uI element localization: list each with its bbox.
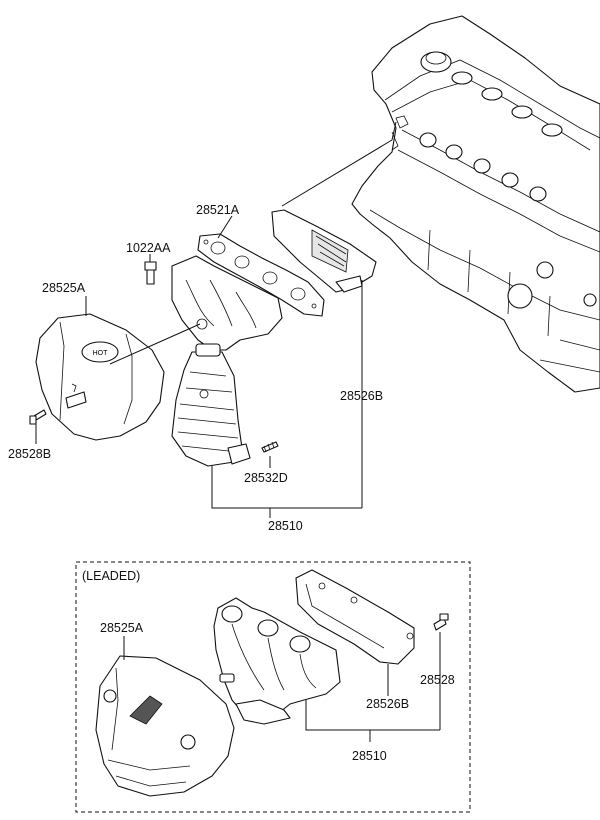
bolt-28528 (433, 613, 449, 631)
leaded-title: (LEADED) (82, 569, 140, 583)
engine-block (351, 15, 600, 393)
heat-shield-28525a-top: HOT (35, 313, 165, 441)
top-leader-lines (35, 121, 397, 518)
label-28521a: 28521A (196, 203, 240, 217)
label-28525a-top: 28525A (42, 281, 86, 295)
top-assembly: HOT 28521A 1022AA 2 (8, 121, 397, 533)
label-28510-top: 28510 (268, 519, 303, 533)
bolt-28528b (29, 409, 47, 425)
gasket-28521a (197, 233, 325, 317)
label-28532d: 28532D (244, 471, 288, 485)
label-28528b: 28528B (8, 447, 51, 461)
label-28528: 28528 (420, 673, 455, 687)
label-28525a-bottom: 28525A (100, 621, 144, 635)
label-28526b-bottom: 28526B (366, 697, 409, 711)
stud-28532d (261, 441, 279, 453)
label-28526b-top: 28526B (340, 389, 383, 403)
leaded-variant-box: (LEADED) (75, 561, 471, 813)
manifold-catalyst-top (171, 255, 283, 467)
heat-shield-28525a-bottom (95, 655, 235, 797)
heat-protector-28526b-bottom (295, 569, 415, 665)
manifold-28510-bottom (213, 597, 341, 725)
heat-shield-badge-text: HOT (93, 350, 109, 357)
bottom-leader-lines (123, 632, 441, 742)
label-28510-bottom: 28510 (352, 749, 387, 763)
label-1022aa: 1022AA (126, 241, 171, 255)
bolt-1022aa (144, 261, 157, 285)
